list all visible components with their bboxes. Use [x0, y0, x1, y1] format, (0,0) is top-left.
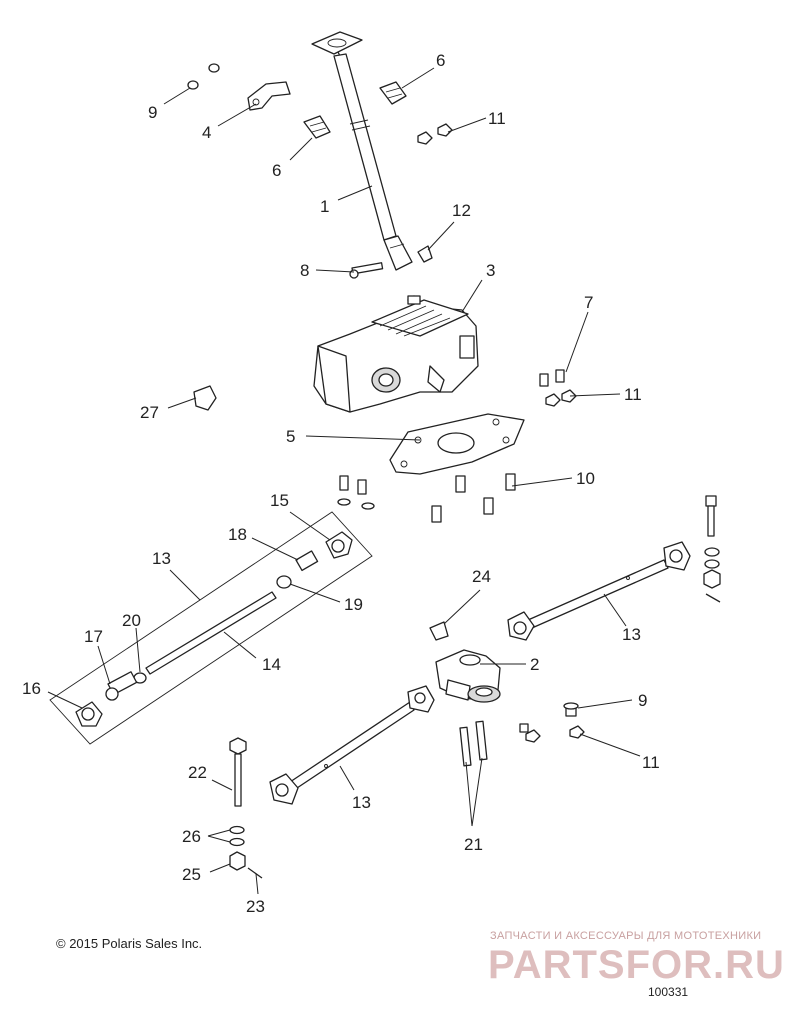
washers-26-part	[229, 825, 245, 847]
clip-24-part	[429, 621, 449, 641]
bolts-21-part	[459, 720, 488, 767]
callout-16: 16	[22, 679, 41, 698]
callout-6-upper: 6	[436, 51, 445, 70]
callout-27: 27	[140, 403, 159, 422]
clamp-bracket-part	[247, 81, 291, 111]
callout-8: 8	[300, 261, 309, 280]
bolt-22-part	[229, 737, 247, 807]
callout-12: 12	[452, 201, 471, 220]
callout-20: 20	[122, 611, 141, 630]
nut-25-part	[229, 851, 246, 871]
cotter-pin-23-part	[247, 867, 263, 879]
callout-11-top: 11	[488, 109, 506, 128]
callout-10: 10	[576, 469, 595, 488]
callout-11-lower: 11	[642, 753, 660, 772]
figure-number: 100331	[648, 985, 689, 999]
jam-nut-18-part	[295, 550, 319, 572]
mounting-plate-part	[389, 413, 525, 475]
callout-13-lower: 13	[352, 793, 371, 812]
rod-part	[145, 591, 277, 675]
nut-11-mid-part	[545, 389, 577, 407]
nut-11-top-part	[417, 123, 453, 145]
right-hardware-stack	[703, 495, 721, 603]
callout-22: 22	[188, 763, 207, 782]
callout-3: 3	[486, 261, 495, 280]
bushing-upper-part	[379, 81, 407, 105]
callout-labels: 1 2 3 4 5 6 6 7 8 9 9 10 11 11 11 12 13 …	[22, 51, 660, 916]
leader-lines	[47, 67, 641, 895]
callout-5: 5	[286, 427, 295, 446]
callout-11-mid: 11	[624, 385, 642, 404]
callout-21: 21	[464, 835, 483, 854]
bracket-part	[435, 649, 501, 703]
screw-9-lower-part	[563, 702, 579, 717]
eps-unit-part	[313, 295, 479, 413]
callout-9-lower: 9	[638, 691, 647, 710]
callout-13-right: 13	[622, 625, 641, 644]
cap-part	[193, 385, 217, 411]
nut-11-lower-part	[519, 723, 585, 743]
callout-9-top: 9	[148, 103, 157, 122]
bushing-lower-part	[303, 115, 331, 139]
tie-rod-13-right-part	[507, 541, 691, 641]
rod-end-16-part	[75, 701, 103, 727]
rod-end-15-part	[325, 531, 353, 559]
steering-column-part	[311, 31, 413, 271]
copyright-notice: © 2015 Polaris Sales Inc.	[56, 936, 203, 951]
rod-end-17-part	[105, 671, 138, 701]
callout-6-lower: 6	[272, 161, 281, 180]
callout-2: 2	[530, 655, 539, 674]
callout-1: 1	[320, 197, 329, 216]
callout-24: 24	[472, 567, 491, 586]
tie-rod-13-lower-part	[269, 685, 435, 805]
watermark-brand: PARTSFOR.RU	[488, 943, 785, 987]
callout-26: 26	[182, 827, 201, 846]
callout-17: 17	[84, 627, 103, 646]
callout-13-kit: 13	[152, 549, 171, 568]
bolt-7-part	[539, 369, 565, 387]
jam-nut-19-part	[276, 575, 292, 589]
callout-19: 19	[344, 595, 363, 614]
callout-4: 4	[202, 123, 211, 142]
callout-23: 23	[246, 897, 265, 916]
bolt-8-part	[349, 262, 384, 279]
callout-15: 15	[270, 491, 289, 510]
screw-9-top-part	[187, 63, 220, 90]
tie-rod-kit-box	[49, 511, 373, 745]
callout-7: 7	[584, 293, 593, 312]
watermark-tagline: ЗАПЧАСТИ И АКСЕССУАРЫ ДЛЯ МОТОТЕХНИКИ	[490, 930, 762, 942]
flange-bolts-10-part	[337, 473, 516, 523]
callout-14: 14	[262, 655, 281, 674]
callout-18: 18	[228, 525, 247, 544]
callout-25: 25	[182, 865, 201, 884]
